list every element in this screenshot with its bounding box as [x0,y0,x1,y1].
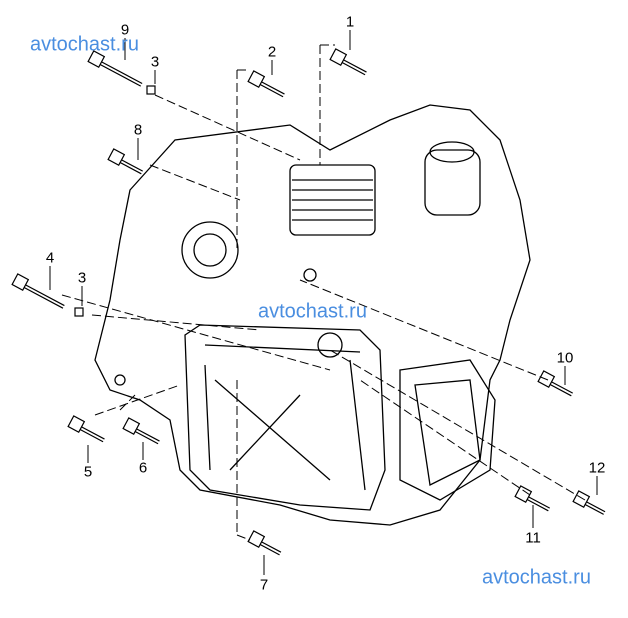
watermark: avtochast.ru [258,300,367,323]
callout-4: 4 [45,249,55,267]
callout-12: 12 [588,459,606,477]
watermark: avtochast.ru [30,33,139,56]
callout-6: 6 [138,459,148,477]
callout-3: 3 [150,53,160,71]
bolt-icons [11,48,606,556]
filter-housing [424,149,481,216]
callout-7: 7 [259,576,269,594]
callout-5: 5 [83,463,93,481]
callout-9: 9 [120,21,130,39]
callout-3b: 3 [77,269,87,287]
callout-ticks [49,30,598,575]
watermark: avtochast.ru [482,566,591,589]
leader-lines [61,44,586,541]
callout-10: 10 [556,349,574,367]
oil-pan [184,324,386,511]
callout-8: 8 [133,121,143,139]
drive-flange [399,359,496,501]
callout-1: 1 [345,13,355,31]
callout-11: 11 [525,529,541,547]
oil-cooler [289,164,376,236]
callout-2: 2 [267,43,277,61]
